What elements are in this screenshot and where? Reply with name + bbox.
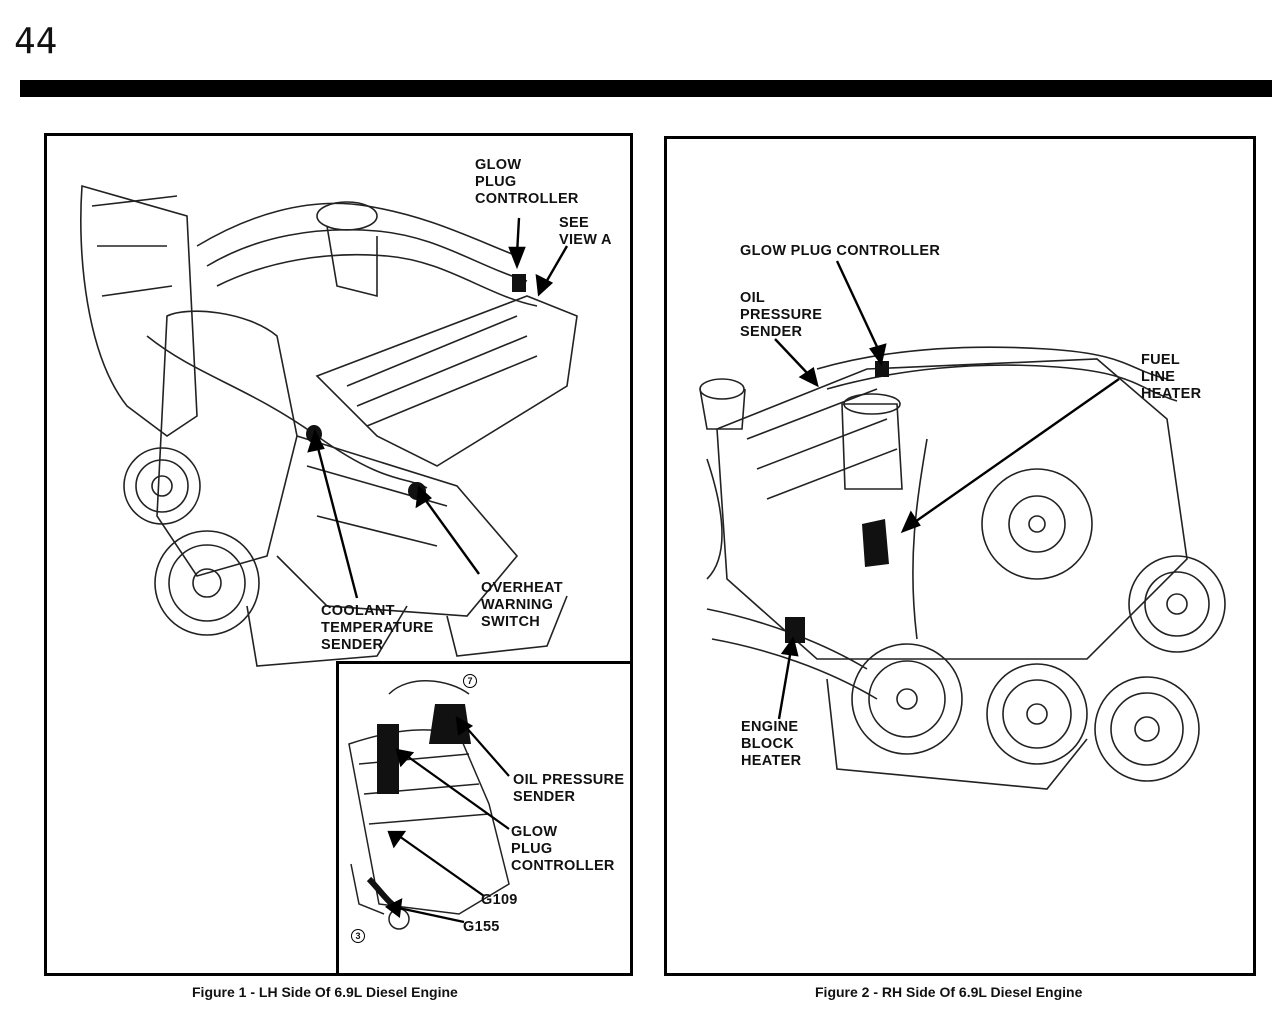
label-glow-plug-controller-rh: GLOW PLUG CONTROLLER [740,243,941,259]
lh-engine-illustration [80,184,578,667]
inset-label-glow-plug-controller: GLOW PLUG CONTROLLER [511,824,615,874]
header-rule [20,80,1272,97]
label-fuel-line-heater: FUEL LINE HEATER [1141,352,1202,402]
page-number: 44 [14,21,58,62]
label-see-view-a: SEE VIEW A [559,215,612,248]
inset-label-oil-pressure-sender: OIL PRESSURE SENDER [513,772,625,805]
figure-1-caption: Figure 1 - LH Side Of 6.9L Diesel Engine [192,984,458,1000]
label-overheat-warning-switch: OVERHEAT WARNING SWITCH [481,580,563,630]
inset-label-g109: G109 [481,892,518,908]
view-a-illustration [348,680,510,930]
figure-2-panel: GLOW PLUG CONTROLLER OIL PRESSURE SENDER… [664,136,1256,976]
label-coolant-temperature-sender: COOLANT TEMPERATURE SENDER [321,603,434,653]
label-engine-block-heater: ENGINE BLOCK HEATER [741,719,802,769]
figure-2-caption: Figure 2 - RH Side Of 6.9L Diesel Engine [815,984,1083,1000]
rh-engine-illustration [699,260,1226,790]
label-glow-plug-controller: GLOW PLUG CONTROLLER [475,157,579,207]
callout-3: 3 [351,929,365,943]
inset-label-g155: G155 [463,919,500,935]
callout-7: 7 [463,674,477,688]
label-oil-pressure-sender-rh: OIL PRESSURE SENDER [740,290,823,340]
view-a-inset: 7 3 OIL PRESSURE SENDER GLOW PLUG CONTRO… [336,661,633,976]
